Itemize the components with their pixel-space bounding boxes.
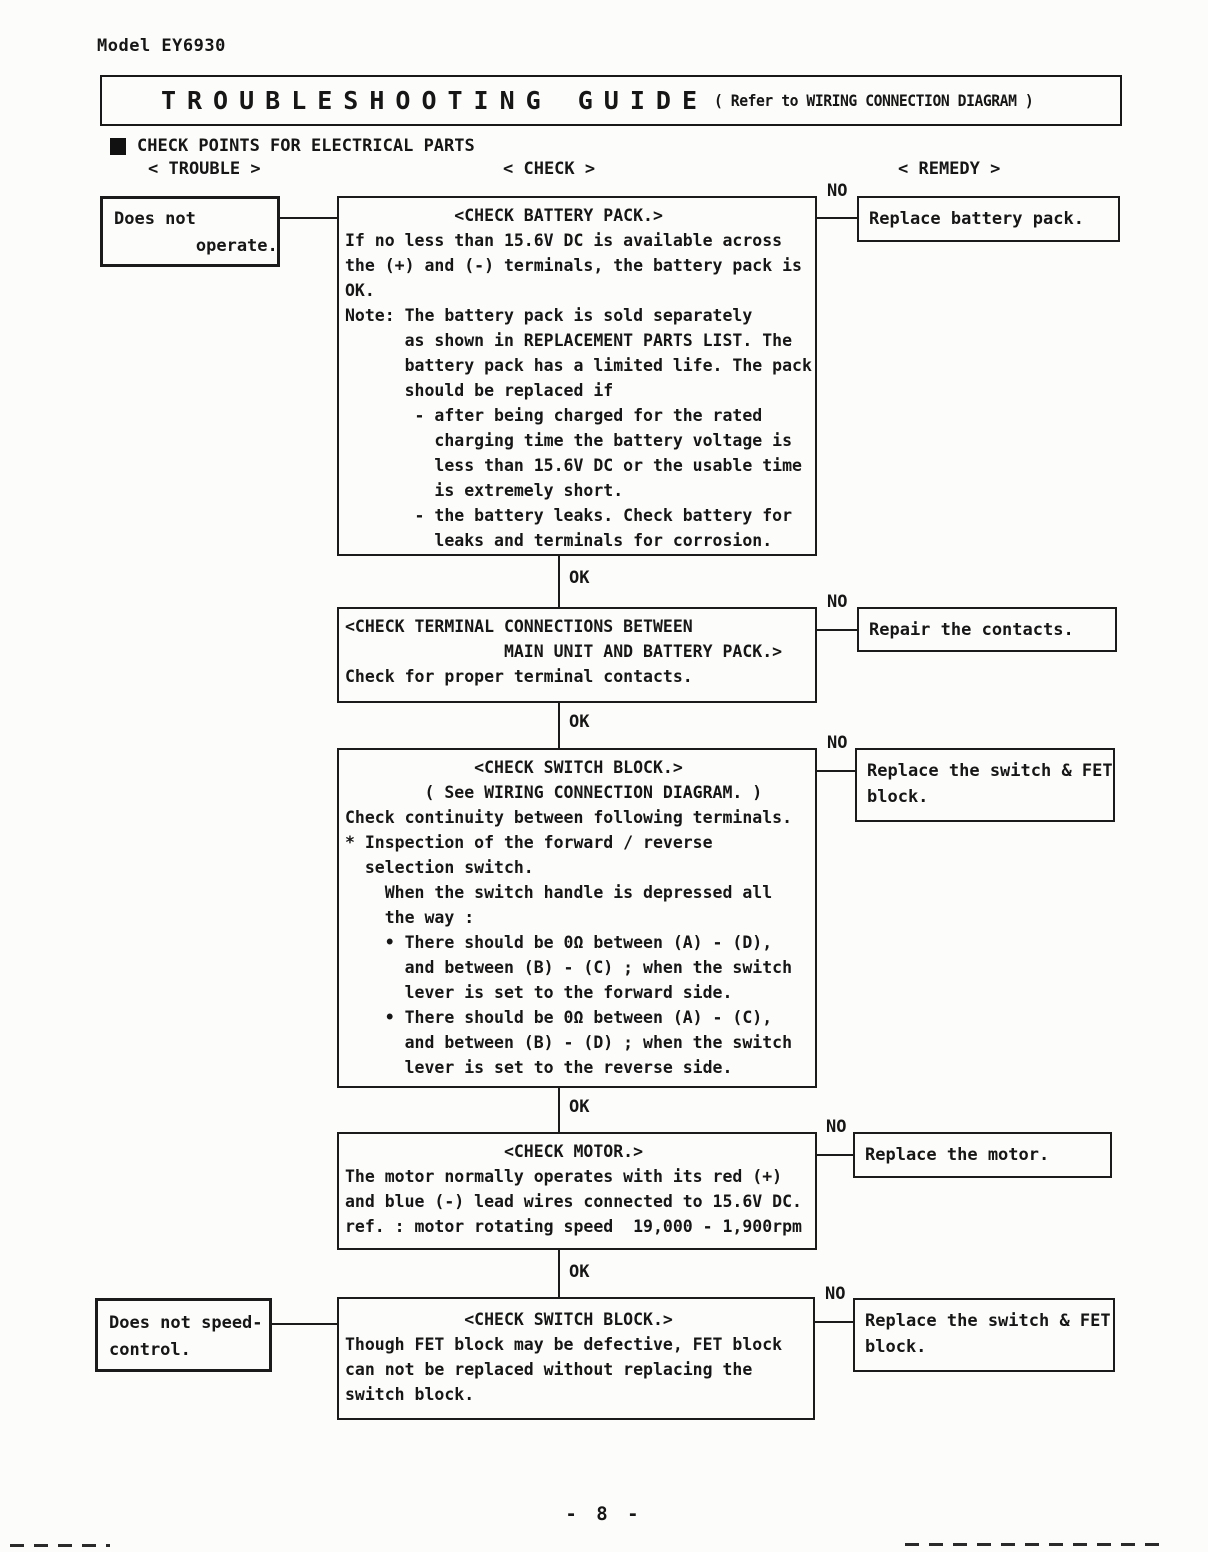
no-label-4: NO [826,1117,847,1137]
connector-trouble2-to-check5-line [272,1323,337,1325]
ok-label-1: OK [569,568,590,588]
check-box-battery-pack: <CHECK BATTERY PACK.> If no less than 15… [337,196,817,556]
remedy-box-repair-contacts: Repair the contacts. [857,607,1117,652]
no-label-5: NO [825,1284,846,1304]
connector-ok4-line [558,1250,560,1298]
trouble-box-does-not-speed-control: Does not speed- control. [95,1298,272,1372]
page-title-suffix: ( Refer to WIRING CONNECTION DIAGRAM ) [714,91,1034,110]
column-header-trouble: < TROUBLE > [148,159,261,179]
trouble-box-does-not-operate: Does not operate. [100,196,280,267]
check-box-terminal-connections: <CHECK TERMINAL CONNECTIONS BETWEEN MAIN… [337,607,817,703]
title-box: TROUBLESHOOTING GUIDE ( Refer to WIRING … [100,75,1122,126]
connector-no5-line [813,1321,853,1323]
ok-label-4: OK [569,1262,590,1282]
remedy-box-replace-battery: Replace battery pack. [857,196,1120,242]
scan-artifact-left [10,1544,110,1547]
remedy-box-replace-motor: Replace the motor. [853,1132,1112,1178]
column-header-remedy: < REMEDY > [898,159,1001,179]
page-number: - 8 - [565,1503,643,1525]
connector-ok2-line [558,703,560,748]
remedy-box-replace-switch-fet-1: Replace the switch & FET block. [855,748,1115,822]
section-bullet-icon [110,137,126,155]
no-label-3: NO [827,733,848,753]
connector-no3-line [815,770,855,772]
section-header: CHECK POINTS FOR ELECTRICAL PARTS [110,136,475,156]
remedy-box-replace-switch-fet-2: Replace the switch & FET block. [853,1298,1115,1372]
connector-no2-line [815,629,857,631]
no-label-1: NO [827,181,848,201]
scan-artifact-right [905,1543,1165,1546]
ok-label-3: OK [569,1097,590,1117]
connector-no1-line [815,217,857,219]
section-title: CHECK POINTS FOR ELECTRICAL PARTS [137,136,475,156]
connector-trouble1-to-check1-line [280,217,337,219]
ok-label-2: OK [569,712,590,732]
connector-ok1-line [558,556,560,607]
check-box-motor: <CHECK MOTOR.> The motor normally operat… [337,1132,817,1250]
connector-ok3-line [558,1088,560,1132]
check-box-switch-block: <CHECK SWITCH BLOCK.> ( See WIRING CONNE… [337,748,817,1088]
page-title: TROUBLESHOOTING GUIDE [160,86,709,115]
no-label-2: NO [827,592,848,612]
column-header-check: < CHECK > [503,159,596,179]
model-label: Model EY6930 [97,36,226,56]
connector-no4-line [815,1154,853,1156]
check-box-switch-block-2: <CHECK SWITCH BLOCK.> Though FET block m… [337,1297,815,1420]
